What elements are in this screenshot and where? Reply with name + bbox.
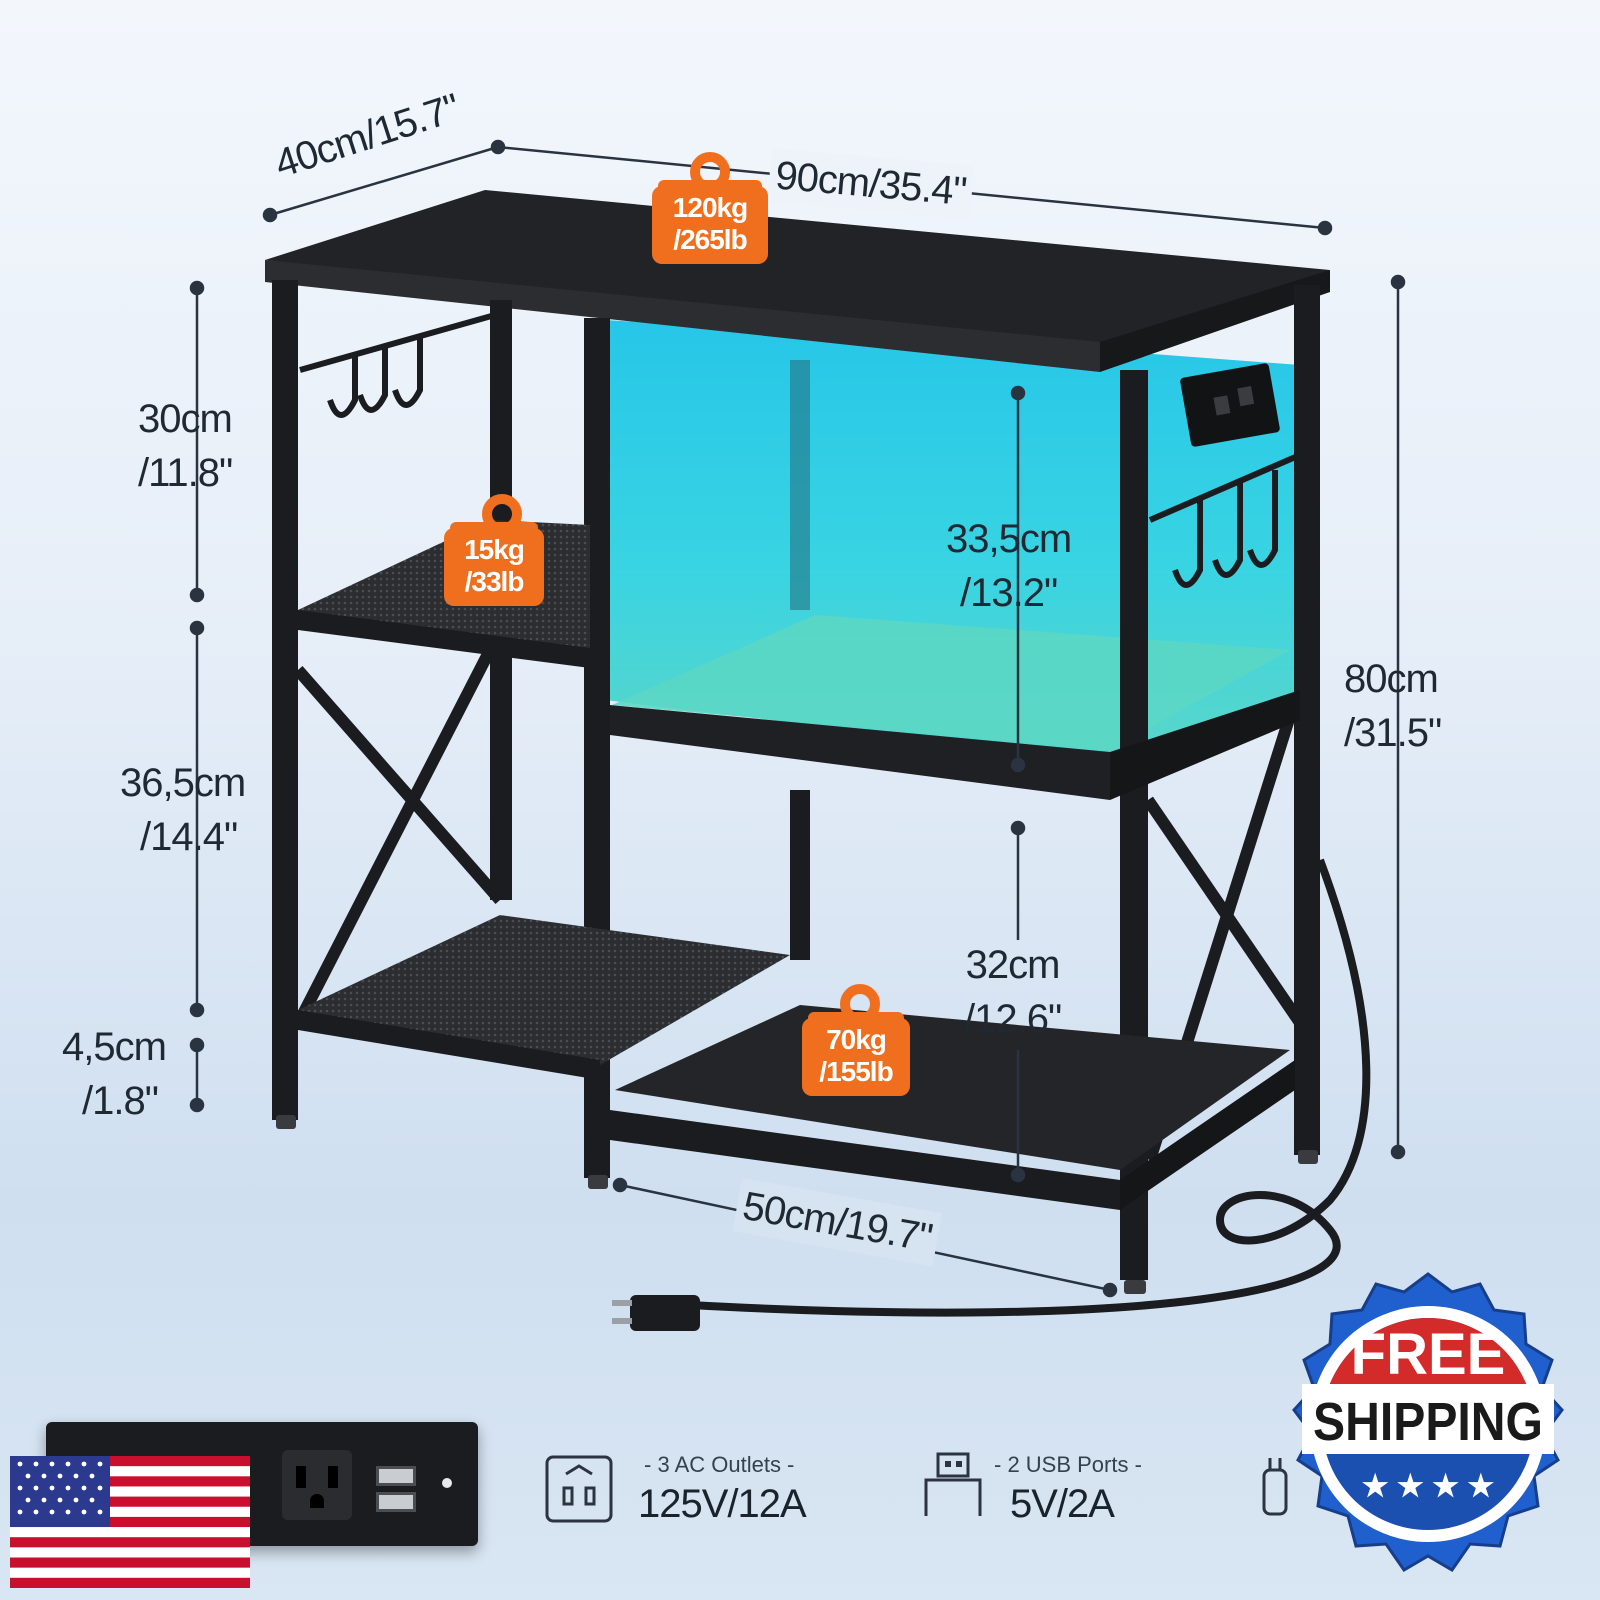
ac-outlet <box>282 1450 352 1520</box>
bottom-shelf-load-badge: 70kg /155lb <box>802 984 910 1096</box>
plug-icon <box>1262 1458 1288 1516</box>
seal-stars: ★ ★ ★ ★ <box>1362 1470 1495 1503</box>
usb-ports-value: 5V/2A <box>1010 1482 1115 1526</box>
side-power-strip <box>1180 363 1280 447</box>
top-load-kg: 120kg <box>672 192 748 223</box>
middle-section-metric: 36,5cm <box>120 761 246 805</box>
left-shelf-load-badge: 15kg /33lb <box>444 494 544 606</box>
bottom-shelf-load-kg: 70kg <box>826 1024 887 1055</box>
hooks <box>299 312 1302 588</box>
top-section-label: 30cm /11.8" <box>138 392 233 500</box>
led-shelf-height-metric: 33,5cm <box>946 517 1072 561</box>
usb-ports-label: - 2 USB Ports - <box>994 1452 1142 1477</box>
bottom-shelf <box>615 1005 1290 1170</box>
top-load-badge: 120kg /265lb <box>652 152 768 264</box>
usb-port-2 <box>376 1492 416 1512</box>
bottom-shelf-load-lb: /155lb <box>819 1056 893 1087</box>
middle-section-label: 36,5cm /14.4" <box>120 756 246 864</box>
bottom-clearance-metric: 4,5cm <box>62 1025 167 1069</box>
plug-head <box>612 1295 700 1331</box>
total-height-label: 80cm /31.5" <box>1344 652 1442 760</box>
top-section-metric: 30cm <box>138 397 233 441</box>
bottom-clearance-imperial: /1.8" <box>82 1079 159 1123</box>
seal-line-2: SHIPPING <box>1313 1392 1543 1452</box>
seal-line-1: FREE <box>1351 1322 1506 1387</box>
total-height-imperial: /31.5" <box>1344 711 1442 755</box>
free-shipping-seal: FREE SHIPPING ★ ★ ★ ★ <box>1292 1272 1564 1572</box>
lower-shelf-height-label: 32cm /12.6" <box>964 938 1062 1046</box>
us-flag <box>10 1456 250 1588</box>
mesh-shelf-lower <box>298 915 790 1065</box>
outlet-icon <box>545 1455 613 1523</box>
usb-icon <box>924 1452 982 1516</box>
middle-section-imperial: /14.4" <box>140 815 238 859</box>
led-shelf-height-imperial: /13.2" <box>960 571 1058 615</box>
ac-outlets-value: 125V/12A <box>638 1482 807 1526</box>
bottom-clearance-label: 4,5cm /1.8" <box>62 1020 167 1128</box>
top-section-imperial: /11.8" <box>138 451 233 495</box>
total-height-metric: 80cm <box>1344 657 1439 701</box>
power-cord <box>689 858 1371 1317</box>
ac-outlets-label: - 3 AC Outlets - <box>644 1452 795 1477</box>
usb-port-1 <box>376 1466 416 1486</box>
lower-shelf-height-metric: 32cm <box>965 943 1061 987</box>
left-shelf-load-kg: 15kg <box>464 534 525 565</box>
indicator-light <box>442 1478 452 1488</box>
led-shelf-height-label: 33,5cm /13.2" <box>946 512 1072 620</box>
lower-shelf-height-imperial: /12.6" <box>964 997 1062 1041</box>
top-load-lb: /265lb <box>673 224 747 255</box>
tabletop <box>265 190 1330 362</box>
dimension-lines <box>189 139 1406 1298</box>
left-shelf-load-lb: /33lb <box>464 566 525 597</box>
